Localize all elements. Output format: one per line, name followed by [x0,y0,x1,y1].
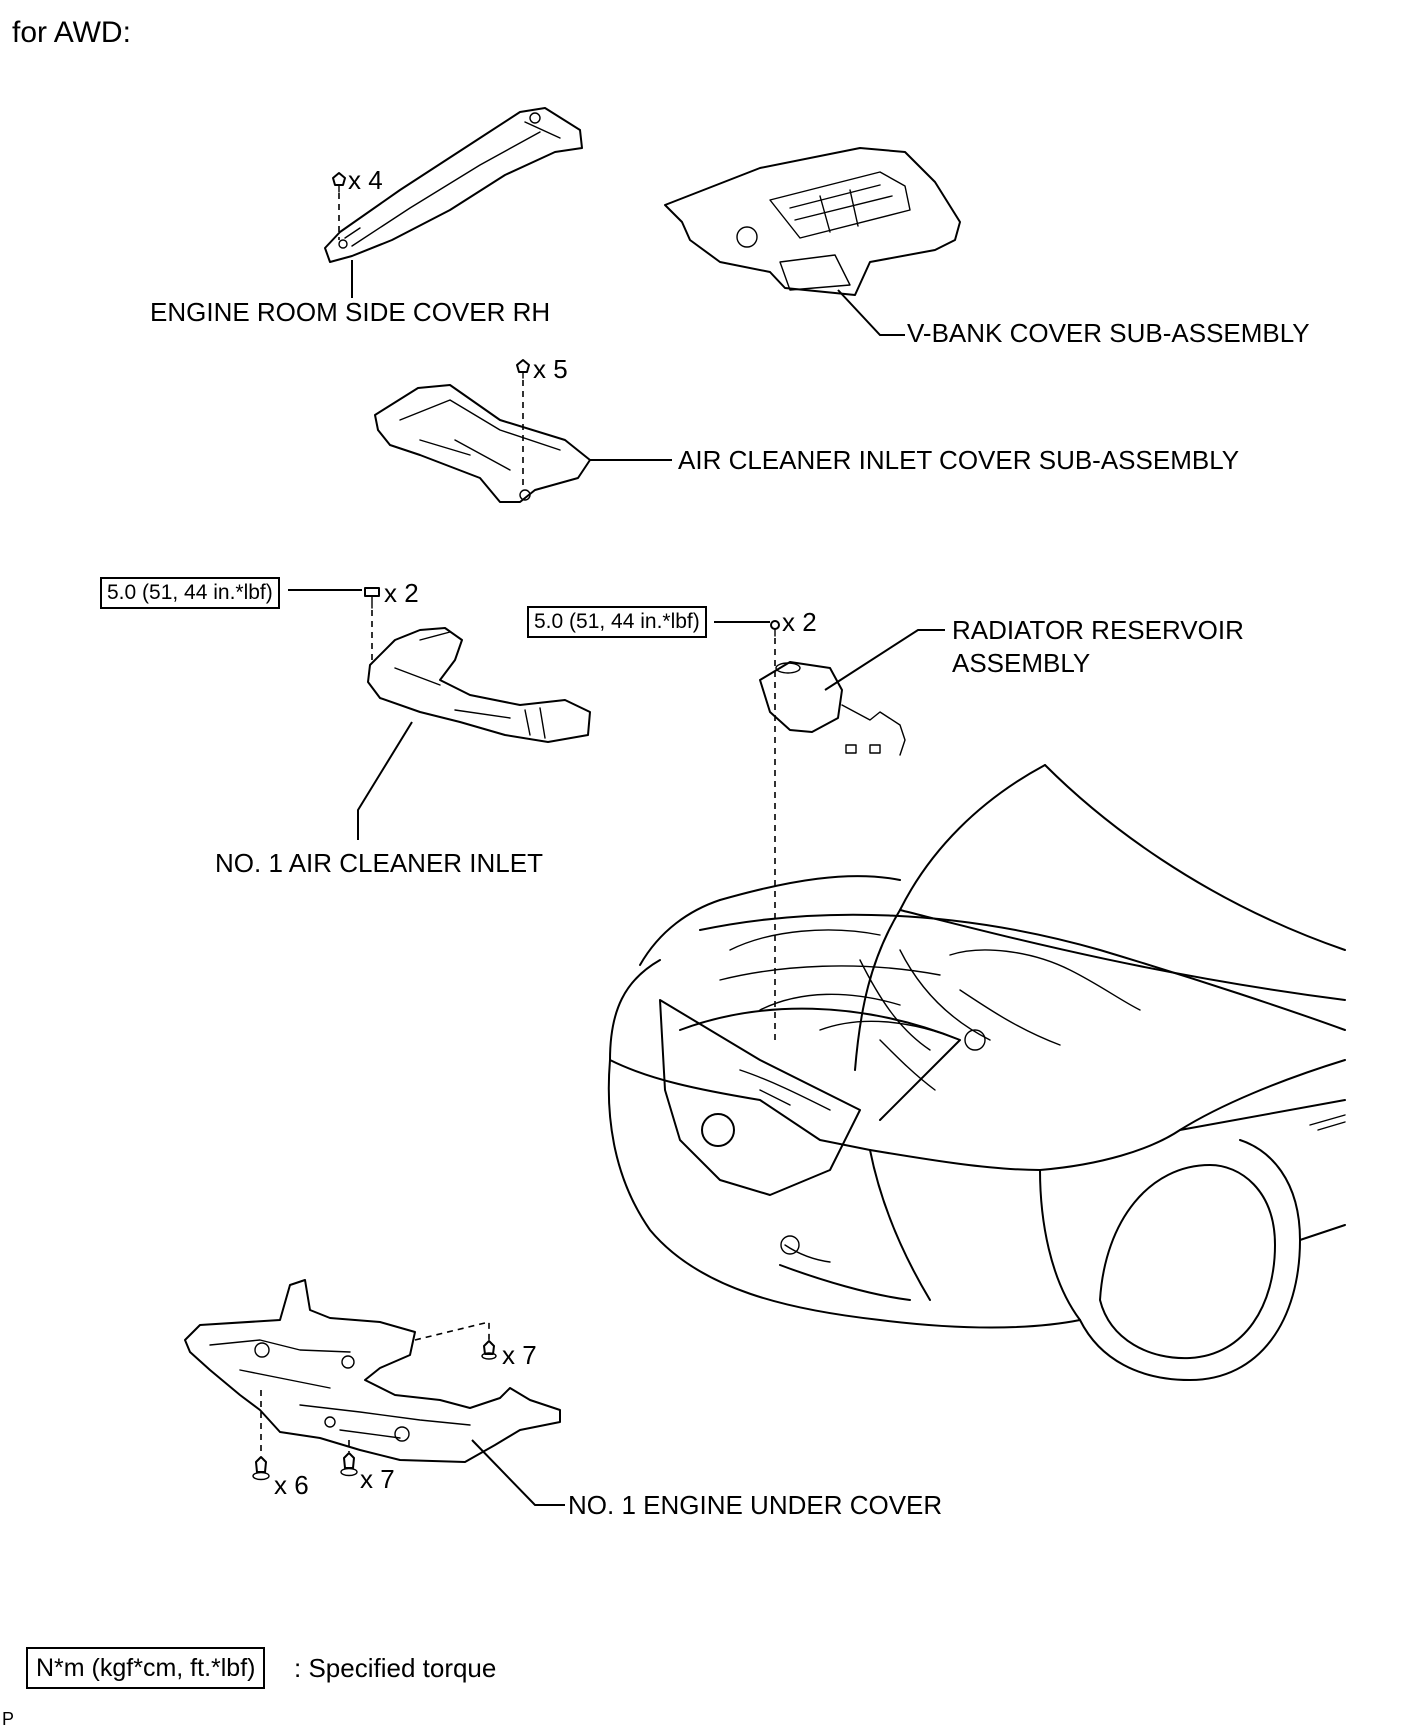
count-inlet-cover-clips: x 5 [533,354,568,384]
bolt-icon [364,587,380,609]
clip-icon [516,359,530,379]
count-reservoir-bolts: x 2 [782,607,817,637]
no1-air-cleaner-inlet-part [367,627,591,743]
corner-mark: P [2,1709,15,1729]
count-under-cover-middle: x 7 [360,1464,395,1494]
legend-unit-box: N*m (kgf*cm, ft.*lbf) [26,1647,266,1689]
bolt-icon [252,1456,270,1481]
label-no1-engine-under-cover: NO. 1 ENGINE UNDER COVER [568,1490,943,1520]
count-air-inlet-bolts: x 2 [384,578,419,608]
engine-room-side-cover-part [324,107,583,263]
legend-description: : Specified torque [294,1653,497,1683]
count-side-cover-clips: x 4 [348,165,383,195]
vbank-cover-part [664,147,961,296]
label-air-cleaner-inlet-cover: AIR CLEANER INLET COVER SUB-ASSEMBLY [678,445,1240,475]
no1-engine-under-cover-part [184,1279,561,1463]
page-heading: for AWD: [12,16,131,49]
bolt-icon [340,1452,358,1477]
clip-icon [332,172,346,193]
count-under-cover-left: x 6 [274,1470,309,1500]
label-engine-room-side-cover: ENGINE ROOM SIDE COVER RH [150,297,551,327]
torque-spec-reservoir: 5.0 (51, 44 in.*lbf) [527,606,707,638]
label-vbank-cover: V-BANK COVER SUB-ASSEMBLY [907,318,1310,348]
bolt-icon [770,620,780,637]
radiator-reservoir-part [759,661,906,756]
air-cleaner-inlet-cover-part [374,384,591,503]
torque-spec-air-inlet: 5.0 (51, 44 in.*lbf) [100,577,280,609]
count-under-cover-right: x 7 [502,1340,537,1370]
vehicle-illustration [607,764,1346,1381]
bolt-icon [481,1340,497,1360]
label-radiator-reservoir-line2: ASSEMBLY [952,648,1091,678]
label-radiator-reservoir-line1: RADIATOR RESERVOIR [952,615,1244,645]
label-no1-air-cleaner-inlet: NO. 1 AIR CLEANER INLET [215,848,543,878]
